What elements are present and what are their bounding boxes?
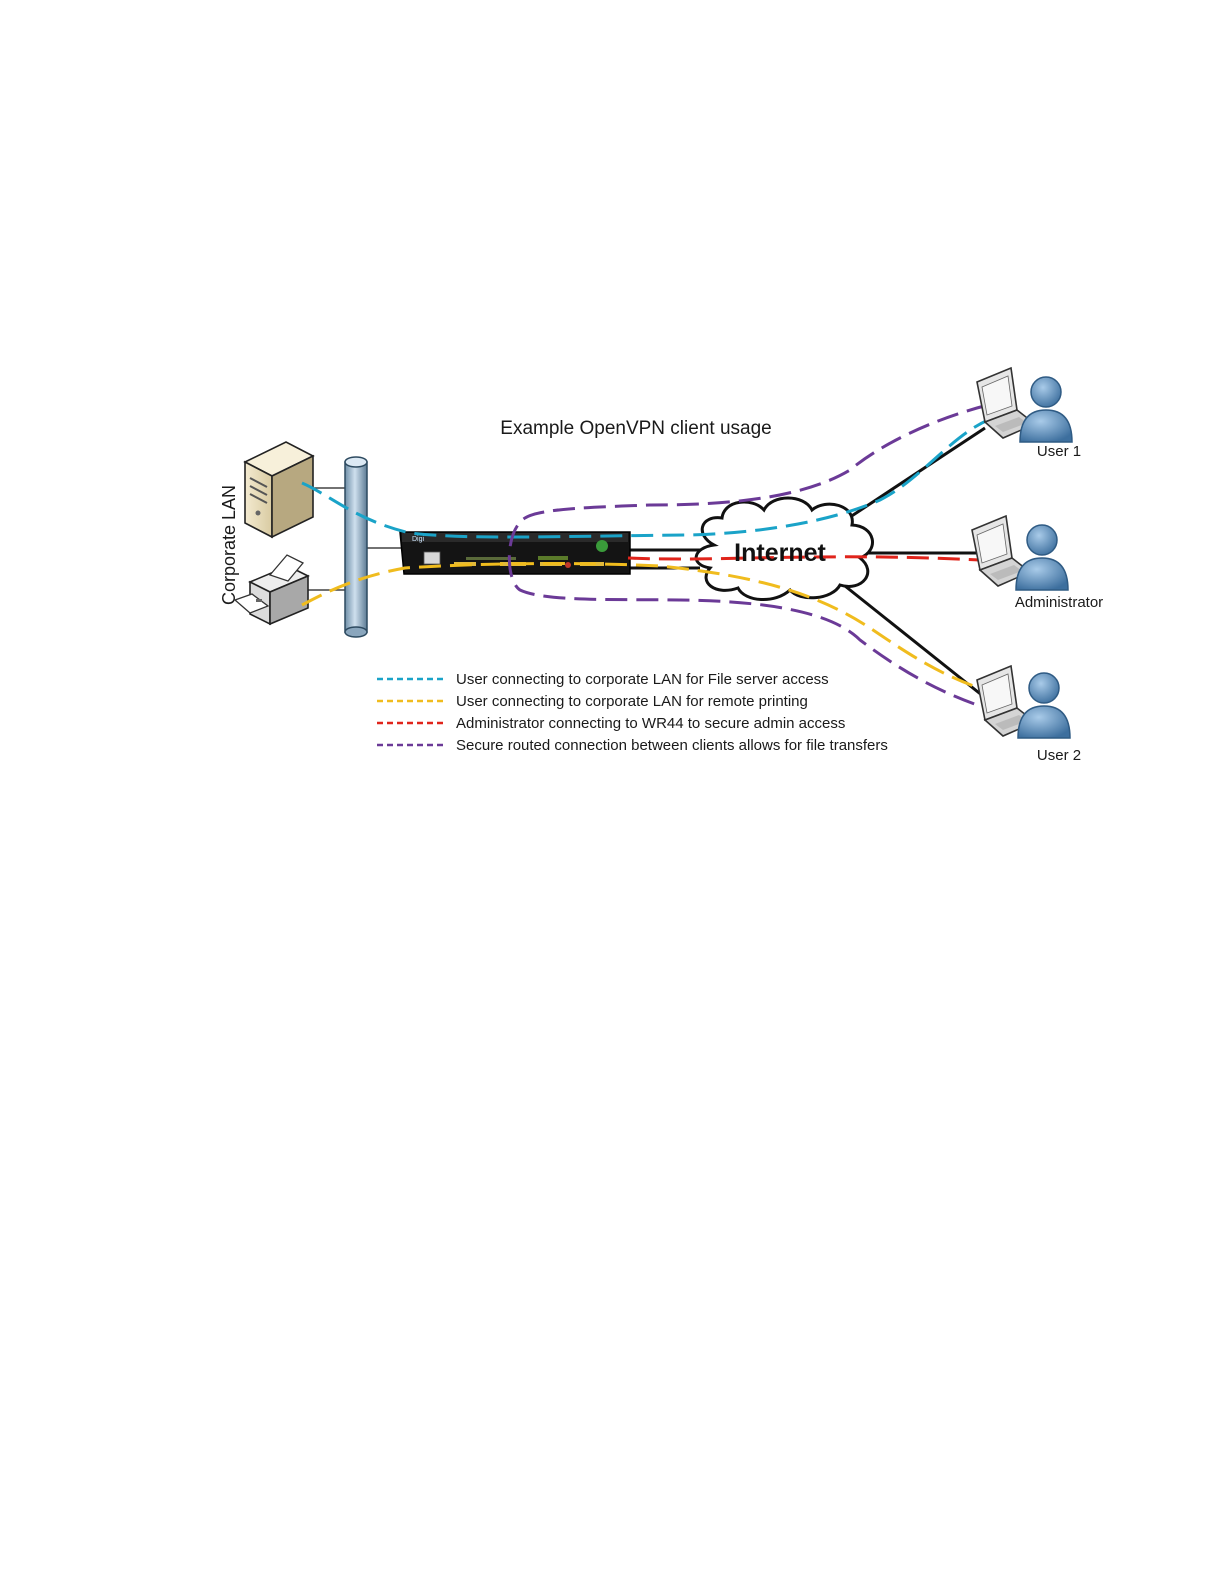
- router-brand-label: Digi: [412, 536, 425, 543]
- legend-item: User connecting to corporate LAN for rem…: [377, 693, 808, 710]
- legend-item: Secure routed connection between clients…: [377, 737, 888, 754]
- legend-item: User connecting to corporate LAN for Fil…: [377, 671, 829, 688]
- legend-label: Administrator connecting to WR44 to secu…: [456, 715, 845, 732]
- vpn-connections: [301, 403, 989, 708]
- user-icon: [1017, 672, 1071, 739]
- lan-links: [308, 487, 404, 591]
- user-icon: [1015, 524, 1069, 591]
- administrator-label: Administrator: [1015, 594, 1103, 611]
- legend-label: User connecting to corporate LAN for Fil…: [456, 671, 829, 688]
- legend-label: User connecting to corporate LAN for rem…: [456, 693, 808, 710]
- lan-backbone-pipe: [344, 456, 368, 638]
- client-to-client-connection: [507, 403, 989, 708]
- file-server-icon: [243, 441, 315, 539]
- admin-connection: [627, 555, 981, 562]
- internet-label: Internet: [734, 539, 826, 567]
- corporate-lan-label: Corporate LAN: [219, 485, 239, 605]
- user-2-label: User 2: [1037, 747, 1081, 764]
- legend-item: Administrator connecting to WR44 to secu…: [377, 715, 845, 732]
- file-server-connection: [301, 418, 989, 539]
- legend: User connecting to corporate LAN for Fil…: [377, 671, 888, 754]
- legend-label: Secure routed connection between clients…: [456, 737, 888, 754]
- user-1-label: User 1: [1037, 443, 1081, 460]
- printer-icon: [233, 554, 310, 626]
- diagram-title: Example OpenVPN client usage: [500, 418, 771, 439]
- user-icon: [1019, 376, 1073, 443]
